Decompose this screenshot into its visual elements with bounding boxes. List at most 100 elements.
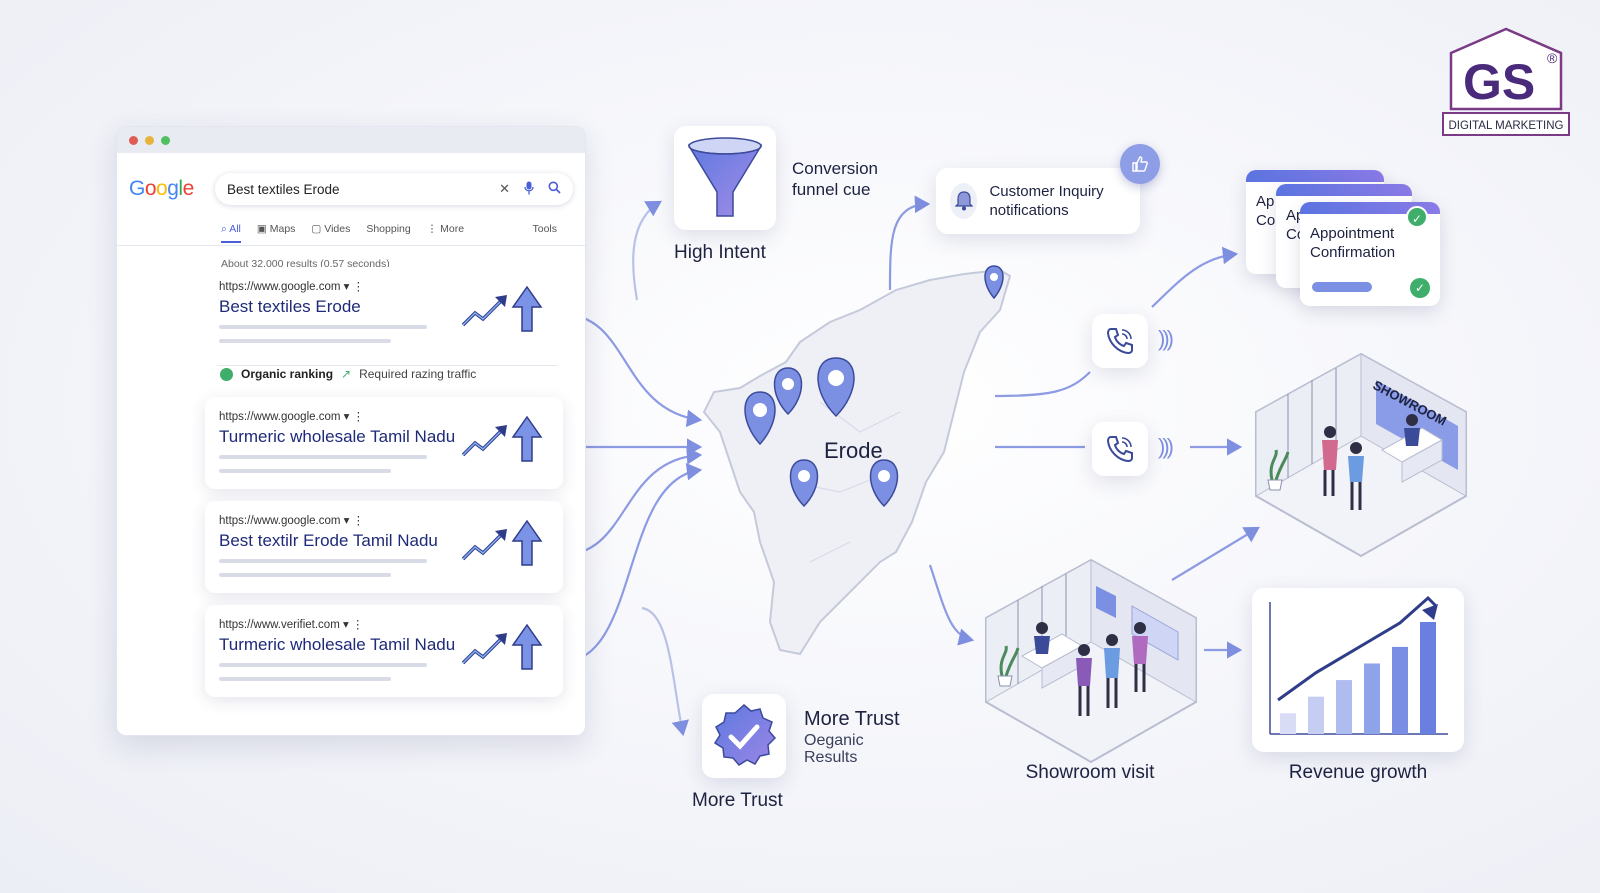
result-title[interactable]: Turmeric wholesale Tamil Nadu xyxy=(219,635,456,654)
arrow-map-showroom-visit xyxy=(928,564,975,646)
result-snippet-line xyxy=(219,663,427,667)
trend-up-icon xyxy=(461,529,507,561)
result-title[interactable]: Best textiles Erode xyxy=(219,297,361,316)
revenue-bar xyxy=(1280,713,1296,734)
tab-shopping[interactable]: Shopping xyxy=(366,223,411,235)
signal-waves-icon: ))) xyxy=(1158,434,1174,459)
location-pin-icon xyxy=(869,459,899,508)
close-dot-icon[interactable] xyxy=(129,135,138,145)
search-box[interactable]: Best textiles Erode ✕ xyxy=(215,173,573,205)
revenue-trend-line xyxy=(1277,595,1438,702)
tab-videos[interactable]: ▢ Vides xyxy=(311,223,351,235)
search-result-1[interactable]: https://www.google.com ▾ ⋮ Best textiles… xyxy=(205,267,563,357)
search-result-4[interactable]: https://www.verifiet.com ▾ ⋮ Turmeric wh… xyxy=(205,605,563,697)
appointment-progress-bar xyxy=(1312,282,1372,292)
funnel-title: Conversion funnel cue xyxy=(792,159,878,199)
showroom-visit-illustration xyxy=(985,558,1197,764)
ranking-trend-icons xyxy=(461,285,543,670)
trend-up-icon xyxy=(461,633,507,665)
funnel-tile xyxy=(674,126,776,230)
revenue-bar xyxy=(1420,622,1436,734)
result-url[interactable]: https://www.google.com ▾ ⋮ xyxy=(219,515,365,527)
maximize-dot-icon[interactable] xyxy=(161,135,170,145)
phone-icon xyxy=(1106,328,1133,355)
search-icon[interactable] xyxy=(548,181,561,197)
phone-call-tile-2[interactable] xyxy=(1092,422,1148,476)
tamil-nadu-map xyxy=(702,265,1012,656)
arrow-visit-showroom xyxy=(1171,526,1260,581)
tab-more[interactable]: ⋮ More xyxy=(426,223,465,235)
organic-ranking-row: Organic ranking ↗ Required razing traffi… xyxy=(220,367,476,381)
arrow-to-funnel xyxy=(632,200,662,301)
result-url[interactable]: https://www.verifiet.com ▾ ⋮ xyxy=(219,619,364,631)
revenue-bar xyxy=(1364,663,1380,734)
organic-ranking-label: Organic ranking xyxy=(241,367,334,381)
revenue-bar xyxy=(1308,696,1324,734)
confirmed-check-icon: ✓ xyxy=(1406,206,1428,228)
tabs-divider xyxy=(117,245,585,246)
browser-titlebar xyxy=(117,127,585,153)
google-logo[interactable]: Google xyxy=(129,177,194,200)
bell-icon xyxy=(950,183,978,219)
search-browser-window: Google Best textiles Erode ✕ ⌕ All ▣ Map… xyxy=(116,126,586,736)
phone-call-tile-1[interactable] xyxy=(1092,314,1148,368)
revenue-bar xyxy=(1392,646,1408,734)
result-title[interactable]: Turmeric wholesale Tamil Nadu xyxy=(219,427,456,446)
result-url[interactable]: https://www.google.com ▾ ⋮ xyxy=(219,281,365,293)
clear-icon[interactable]: ✕ xyxy=(499,181,510,196)
high-intent-caption: High Intent xyxy=(674,242,766,263)
logo-mark: GS xyxy=(1463,54,1535,110)
result-url[interactable]: https://www.google.com ▾ ⋮ xyxy=(219,411,365,423)
search-query[interactable]: Best textiles Erode xyxy=(227,181,340,197)
appointment-title: Appointment Confirmation xyxy=(1310,225,1396,261)
customer-inquiry-notification[interactable]: Customer Inquiry notifications xyxy=(936,168,1140,234)
arrow-up-icon xyxy=(511,519,543,566)
funnel-icon xyxy=(688,137,762,217)
location-pin-icon xyxy=(744,391,776,446)
arrow-up-icon xyxy=(511,623,543,670)
location-pin-icon xyxy=(789,459,819,508)
trust-title: More Trust xyxy=(804,708,900,730)
gs-digital-marketing-logo[interactable]: GS ® DIGITAL MARKETING xyxy=(1441,25,1571,138)
result-divider xyxy=(217,365,557,366)
tab-maps[interactable]: ▣ Maps xyxy=(256,223,296,235)
microphone-icon[interactable] xyxy=(524,181,534,198)
verified-badge-icon xyxy=(713,704,777,766)
thumbs-up-icon[interactable] xyxy=(1120,144,1160,184)
result-snippet-line xyxy=(219,559,427,563)
result-title[interactable]: Best textilr Erode Tamil Nadu xyxy=(219,531,438,550)
organic-check-icon xyxy=(220,367,233,381)
result-snippet-line xyxy=(219,677,391,681)
arrow-up-icon xyxy=(511,415,543,462)
signal-waves-icon: ))) xyxy=(1158,326,1174,351)
traffic-label: Required razing traffic xyxy=(359,367,477,381)
tab-tools[interactable]: Tools xyxy=(532,223,557,235)
location-pin-icon xyxy=(817,357,855,418)
result-snippet-line xyxy=(219,339,391,343)
arrow-result4-map xyxy=(561,462,703,664)
more-trust-caption: More Trust xyxy=(692,790,783,811)
trust-subtitle: Oeganic Results xyxy=(804,732,864,766)
phone-icon xyxy=(1106,436,1133,463)
trust-badge-tile xyxy=(702,694,786,778)
result-snippet-line xyxy=(219,455,427,459)
appointment-card-label: Ap Co xyxy=(1256,193,1276,229)
result-snippet-line xyxy=(219,325,427,329)
revenue-chart-tile xyxy=(1252,588,1464,752)
revenue-bar xyxy=(1336,680,1352,734)
arrow-to-trust xyxy=(641,606,689,737)
search-result-3[interactable]: https://www.google.com ▾ ⋮ Best textilr … xyxy=(205,501,563,593)
arrow-phone-appointment xyxy=(1151,246,1239,308)
location-pin-icon xyxy=(773,367,803,416)
arrow-up-icon xyxy=(511,285,543,332)
arrow-to-phone1 xyxy=(994,371,1091,398)
tab-all[interactable]: ⌕ All xyxy=(221,223,241,243)
result-snippet-line xyxy=(219,573,391,577)
minimize-dot-icon[interactable] xyxy=(145,135,154,145)
notification-text: Customer Inquiry notifications xyxy=(989,183,1104,219)
growth-arrowhead xyxy=(1422,604,1438,620)
search-result-2[interactable]: https://www.google.com ▾ ⋮ Turmeric whol… xyxy=(205,397,563,489)
logo-registered: ® xyxy=(1547,50,1558,66)
result-snippet-line xyxy=(219,469,391,473)
